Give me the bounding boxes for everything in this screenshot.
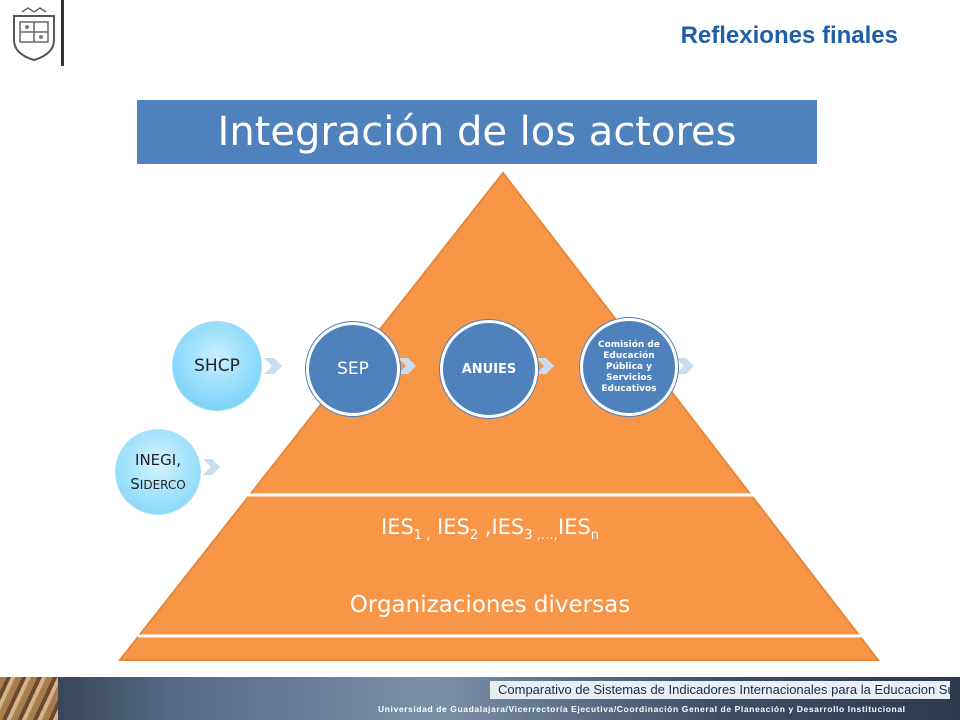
footer-project-title: Comparativo de Sistemas de Indicadores I… [490, 681, 950, 699]
node-comision: Comisión de Educación Pública y Servicio… [580, 318, 678, 416]
node-anuies: ANUIES [440, 320, 538, 418]
arrow-shcp-sep [264, 358, 282, 374]
arrow-sep-anuies [398, 358, 416, 374]
slide-title-banner: Integración de los actores [137, 100, 817, 164]
node-shcp: SHCP [172, 321, 262, 411]
arrow-inegi-out [203, 459, 220, 475]
arrow-anuies-comision [536, 358, 554, 374]
arrow-comision-out [676, 358, 694, 374]
footer-institution: Universidad de Guadalajara/Vicerrectoría… [378, 704, 906, 714]
header-divider [61, 0, 64, 66]
organizations-label: Organizaciones diversas [349, 592, 631, 618]
slide-topic: Reflexiones finales [680, 22, 898, 49]
node-anuies-label: ANUIES [461, 361, 517, 377]
node-comision-label: Comisión de Educación Pública y Servicio… [598, 339, 660, 394]
node-sep: SEP [306, 322, 400, 416]
footer-photo [0, 677, 58, 720]
node-sep-label: SEP [337, 359, 369, 379]
node-siderco-label: SIDERCO [130, 475, 186, 493]
node-shcp-label: SHCP [194, 356, 240, 376]
node-inegi-label: INEGI, [135, 451, 181, 469]
node-inegi-siderco: INEGI, SIDERCO [115, 429, 201, 515]
ies-list-label: IES1 , IES2 ,IES3 ,…,IESn [381, 515, 599, 544]
university-shield-logo [13, 7, 55, 62]
